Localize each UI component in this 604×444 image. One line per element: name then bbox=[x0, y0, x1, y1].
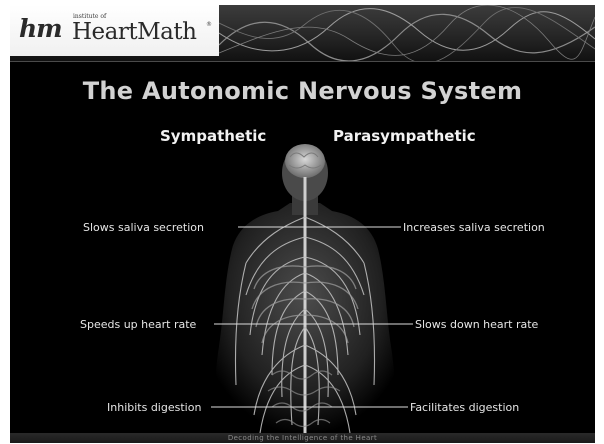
label-slows-saliva: Slows saliva secretion bbox=[83, 221, 204, 234]
slide: hm institute of HeartMath ® The Autonomi… bbox=[10, 5, 595, 443]
footer-tagline: Decoding the Intelligence of the Heart bbox=[10, 433, 595, 443]
label-speeds-heart-rate: Speeds up heart rate bbox=[80, 318, 196, 331]
label-inhibits-digestion: Inhibits digestion bbox=[107, 401, 201, 414]
label-increases-saliva: Increases saliva secretion bbox=[403, 221, 545, 234]
label-slows-heart-rate: Slows down heart rate bbox=[415, 318, 538, 331]
footer-band: Decoding the Intelligence of the Heart bbox=[10, 433, 595, 443]
label-facilitates-digestion: Facilitates digestion bbox=[410, 401, 519, 414]
